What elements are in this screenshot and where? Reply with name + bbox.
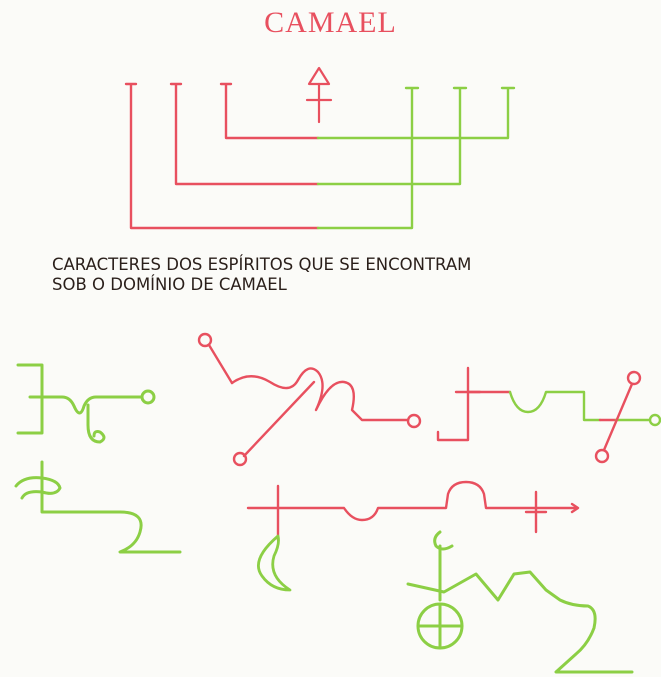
caption-line-2: SOB O DOMÍNIO DE CAMAEL	[52, 275, 287, 294]
sulfur-sigil-icon	[406, 530, 634, 674]
sigils-caption: CARACTERES DOS ESPÍRITOS QUE SE ENCONTRA…	[52, 255, 612, 295]
mars-symbol-icon	[305, 66, 333, 124]
sigil-3-icon	[436, 366, 661, 464]
sigil-1-icon	[16, 363, 156, 444]
sigil-2-icon	[197, 332, 422, 467]
seal-green-lines	[316, 86, 516, 230]
seal-red-lines	[124, 82, 320, 230]
caption-line-1: CARACTERES DOS ESPÍRITOS QUE SE ENCONTRA…	[52, 255, 472, 274]
sigil-5-icon	[246, 480, 580, 542]
moon-crescent-icon	[257, 534, 292, 592]
sigil-4-icon	[14, 460, 182, 554]
page-title: CAMAEL	[264, 6, 397, 39]
